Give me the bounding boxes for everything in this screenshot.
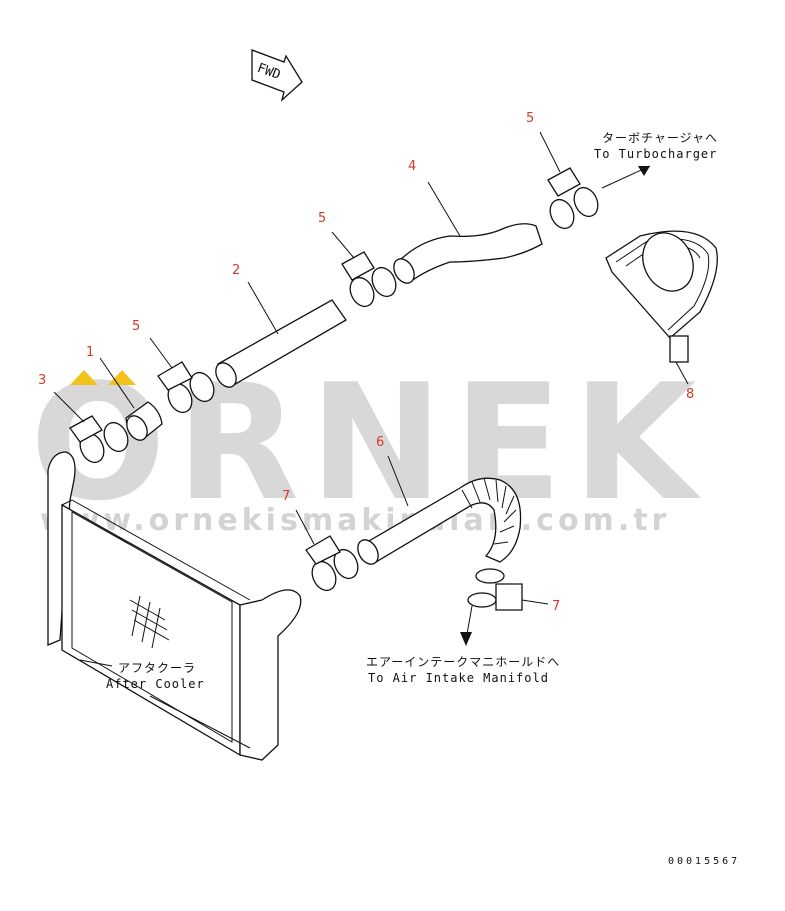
callout-numbers: 3 1 5 2 5 4 5 8 6 7 7 xyxy=(38,111,694,614)
watermark-brand: ORNEK xyxy=(30,349,706,536)
callout-5-mid: 5 xyxy=(318,211,326,226)
note-cooler-jp: アフタクーラ xyxy=(118,661,196,675)
arrow-to-turbocharger xyxy=(601,165,651,189)
callout-3: 3 xyxy=(38,373,46,388)
clamp-group-7-right xyxy=(467,568,523,611)
note-turbo-jp: ターボチャージャへ xyxy=(602,131,718,145)
clamp-group-5-left xyxy=(157,361,215,414)
note-intake-en: To Air Intake Manifold xyxy=(368,671,549,685)
callout-1: 1 xyxy=(86,345,94,360)
callout-4: 4 xyxy=(408,159,416,174)
callout-5-right: 5 xyxy=(526,111,534,126)
hose-6 xyxy=(357,477,522,565)
pipe-2 xyxy=(215,299,347,388)
note-turbo-en: To Turbocharger xyxy=(594,147,717,161)
callout-5-left: 5 xyxy=(132,319,140,334)
callout-6: 6 xyxy=(376,435,384,450)
clamp-group-5-mid xyxy=(341,251,397,308)
callout-7-right: 7 xyxy=(552,599,560,614)
hose-4 xyxy=(393,223,543,284)
clamp-group-7-left xyxy=(305,535,359,592)
fwd-marker: FWD xyxy=(251,49,303,102)
after-cooler xyxy=(47,451,302,761)
note-cooler-en: After Cooler xyxy=(106,677,205,691)
callout-8: 8 xyxy=(686,387,694,402)
cover-8 xyxy=(605,230,718,363)
watermark-url: www.ornekismakinalari.com.tr xyxy=(40,503,670,538)
clamp-group-3 xyxy=(69,415,129,464)
clamp-group-5-right xyxy=(547,167,599,230)
notes: ターボチャージャへ To Turbocharger エアーインテークマニホールド… xyxy=(106,131,718,691)
callout-2: 2 xyxy=(232,263,240,278)
arrow-to-intake-manifold xyxy=(460,605,473,646)
callout-7-left: 7 xyxy=(282,489,290,504)
watermark-accent-right xyxy=(108,370,136,385)
short-hose-1 xyxy=(125,401,163,441)
note-intake-jp: エアーインテークマニホールドへ xyxy=(366,655,560,669)
leader-lines xyxy=(53,131,689,749)
doc-number: 00015567 xyxy=(668,856,740,867)
watermark: ORNEK www.ornekismakinalari.com.tr xyxy=(30,349,706,538)
watermark-accent-left xyxy=(70,370,98,385)
